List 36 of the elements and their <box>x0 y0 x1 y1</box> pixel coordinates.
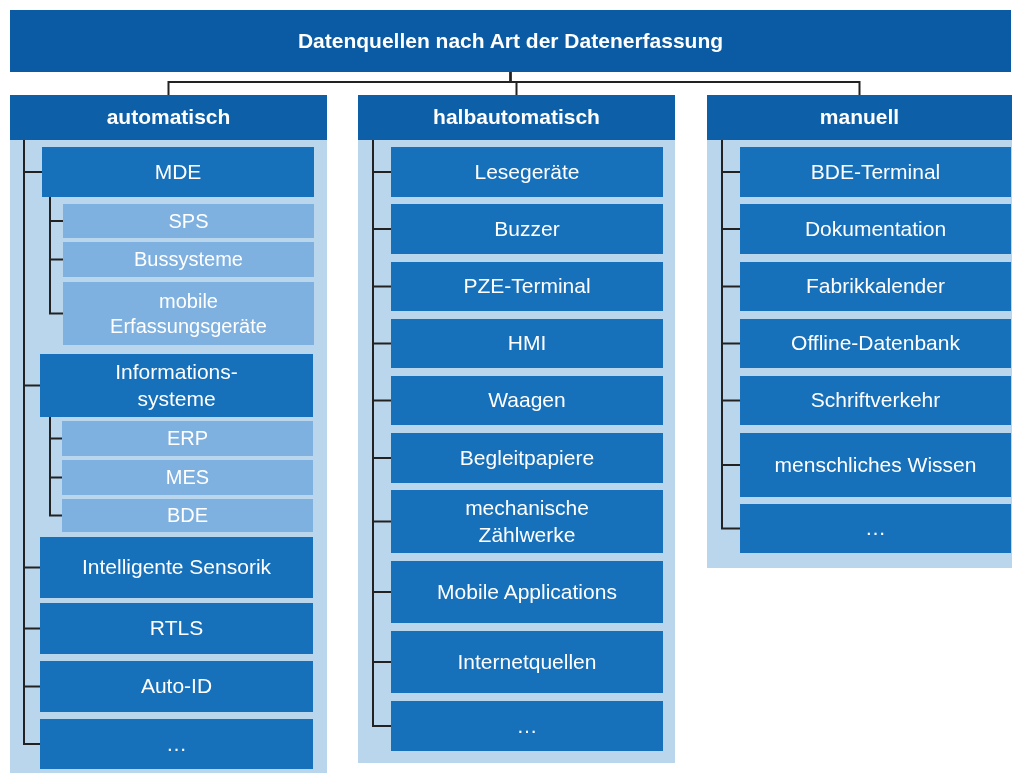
source-box: … <box>391 701 663 751</box>
category-header: automatisch <box>10 95 327 140</box>
connector-line <box>49 416 63 517</box>
source-box: Internetquellen <box>391 631 663 693</box>
source-box: menschliches Wissen <box>740 433 1011 497</box>
source-box: PZE-Terminal <box>391 262 663 311</box>
connector-line <box>509 71 861 96</box>
source-box: Fabrikkalender <box>740 262 1011 311</box>
source-box: MDE <box>42 147 314 197</box>
source-box: Begleitpapiere <box>391 433 663 483</box>
source-box: Auto-ID <box>40 661 313 712</box>
source-box: Dokumentation <box>740 204 1011 254</box>
category-header: manuell <box>707 95 1012 140</box>
source-box: HMI <box>391 319 663 368</box>
source-box: Waagen <box>391 376 663 425</box>
source-box: Mobile Applications <box>391 561 663 623</box>
connector-line <box>49 196 64 315</box>
title-banner: Datenquellen nach Art der Datenerfassung <box>10 10 1011 72</box>
source-box: Lesegeräte <box>391 147 663 197</box>
category-header: halbautomatisch <box>358 95 675 140</box>
source-box: Offline-Datenbank <box>740 319 1011 368</box>
subsource-box: BDE <box>62 499 313 532</box>
source-box: Intelligente Sensorik <box>40 537 313 598</box>
source-box: … <box>740 504 1011 553</box>
subsource-box: Bussysteme <box>63 242 314 277</box>
source-box: … <box>40 719 313 769</box>
subsource-box: MES <box>62 460 313 495</box>
subsource-box: mobile Erfassungsgeräte <box>63 282 314 345</box>
subsource-box: ERP <box>62 421 313 456</box>
source-box: mechanische Zählwerke <box>391 490 663 553</box>
source-box: Informations- systeme <box>40 354 313 417</box>
source-box: Schriftverkehr <box>740 376 1011 425</box>
source-box: Buzzer <box>391 204 663 254</box>
source-box: RTLS <box>40 603 313 654</box>
source-box: BDE-Terminal <box>740 147 1011 197</box>
subsource-box: SPS <box>63 204 314 238</box>
